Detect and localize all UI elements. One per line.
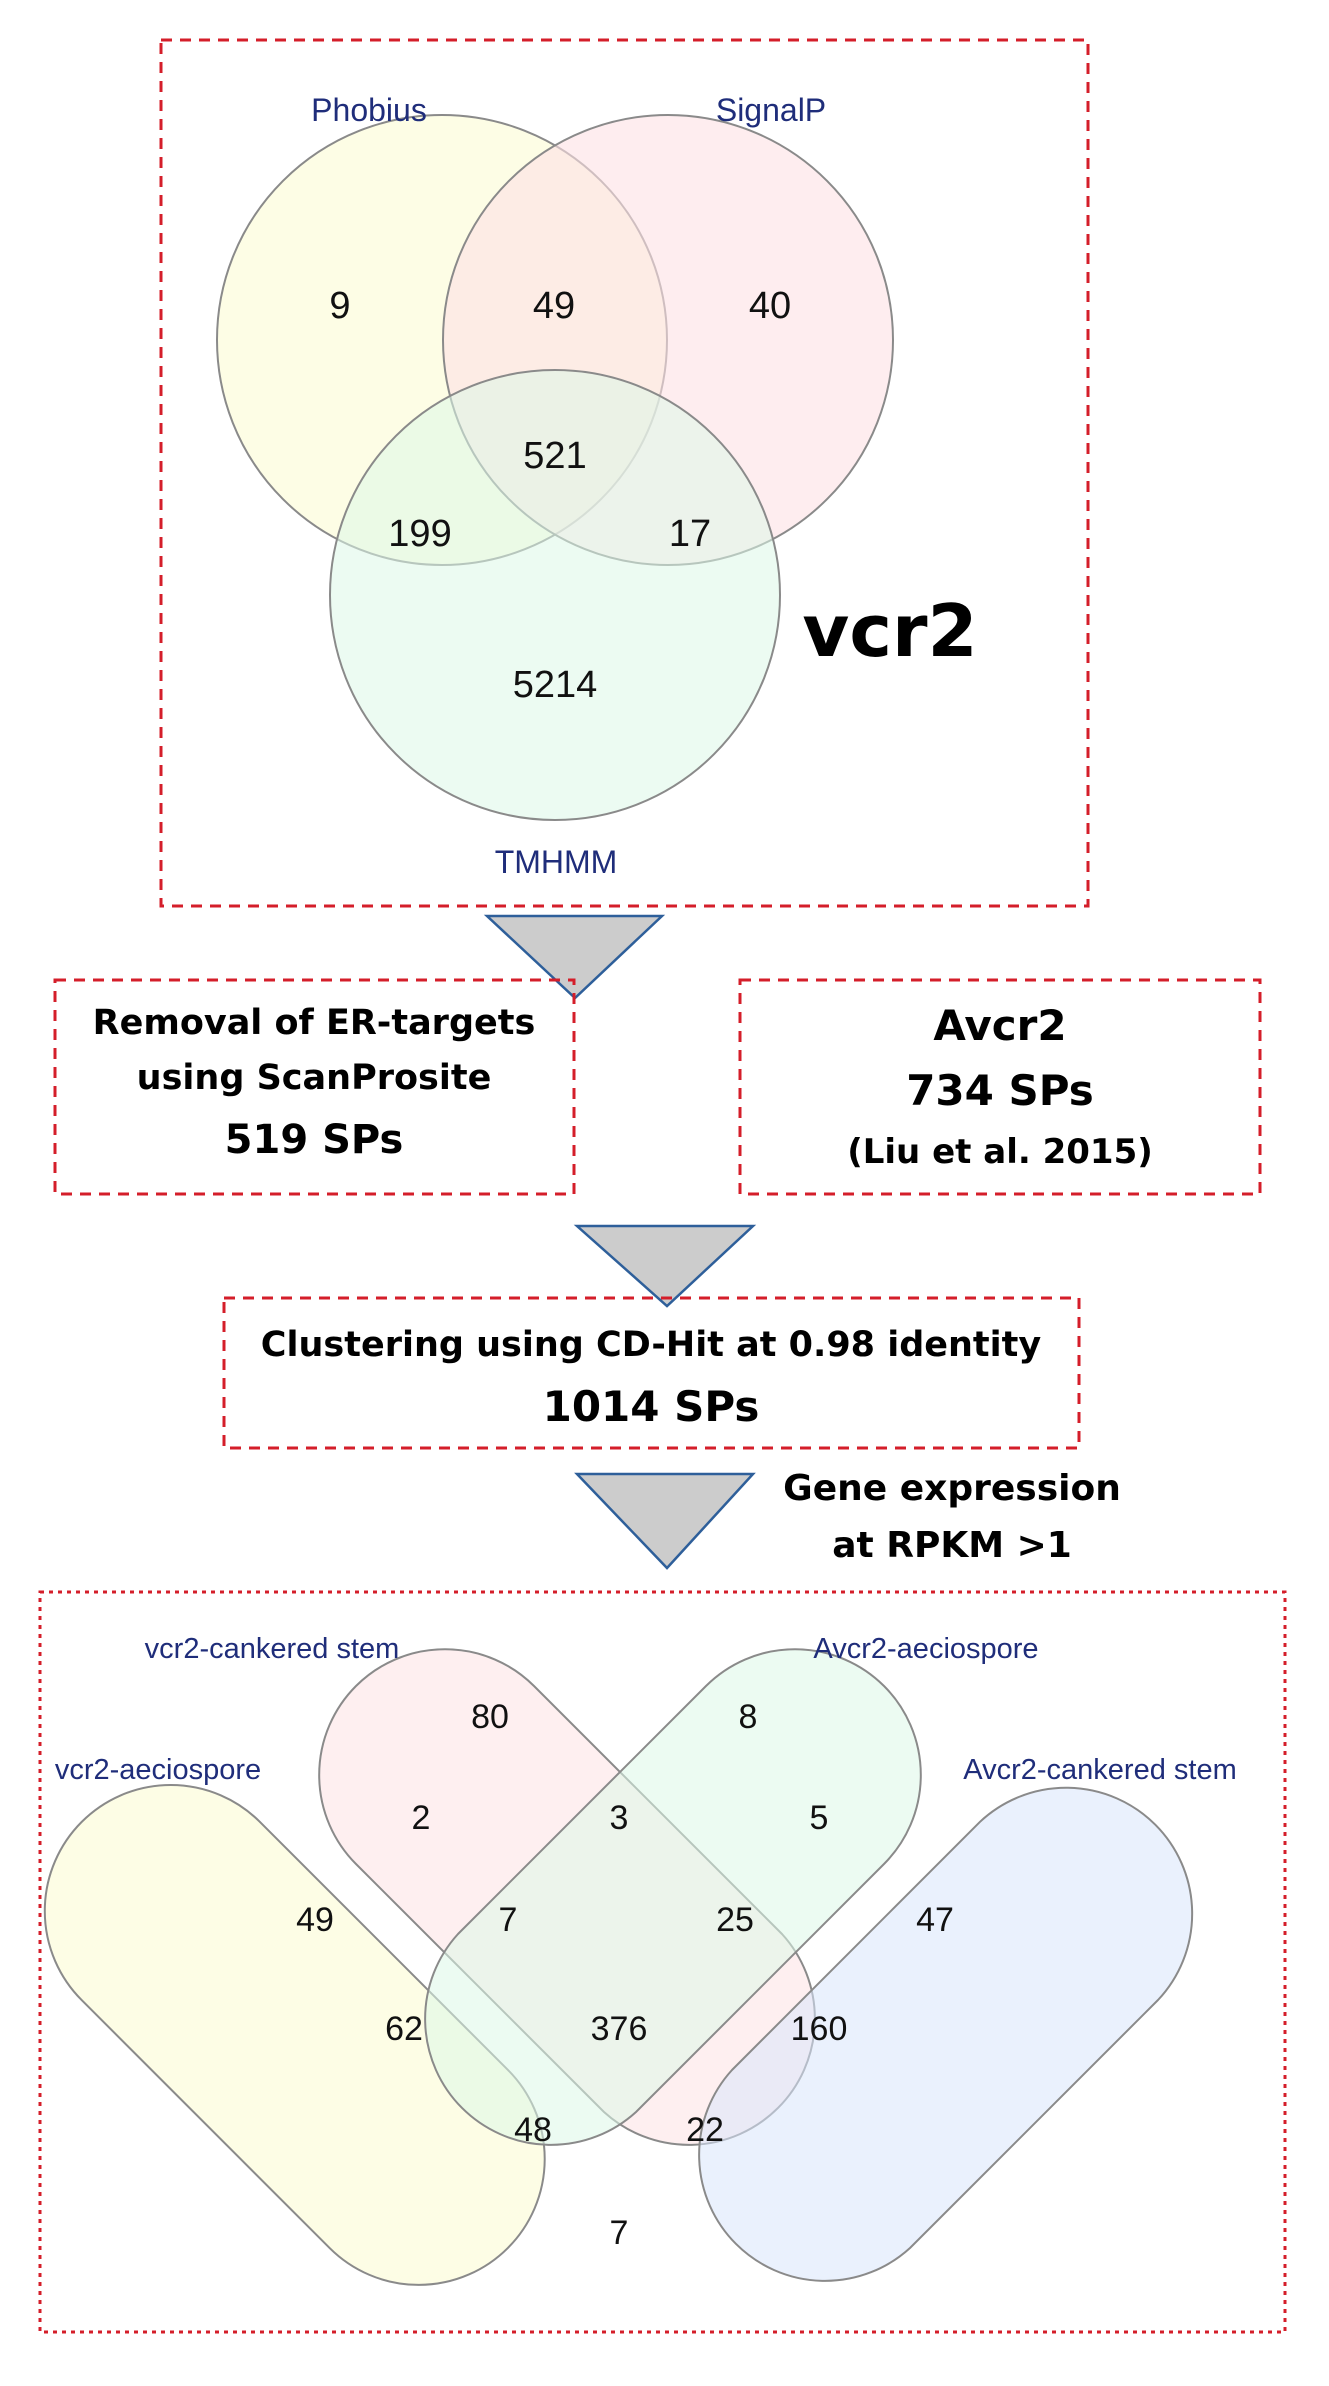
arrow-down-3 bbox=[574, 1472, 756, 1570]
region-signalp-tmhmm: 17 bbox=[669, 513, 711, 555]
avcr2-box bbox=[738, 978, 1262, 1196]
removal-count: 519 SPs bbox=[225, 1117, 404, 1163]
region-ab: 2 bbox=[412, 1799, 431, 1837]
set-label-avcr2-aeciospore: Avcr2-aeciospore bbox=[813, 1633, 1038, 1665]
avcr2-count: 734 SPs bbox=[906, 1066, 1094, 1115]
set-label-phobius: Phobius bbox=[311, 92, 427, 128]
arrow-label-line1: Gene expression bbox=[783, 1468, 1121, 1509]
removal-line1: Removal of ER-targets bbox=[93, 1003, 536, 1043]
region-acd: 48 bbox=[514, 2111, 552, 2149]
top-venn-frame bbox=[159, 38, 1090, 908]
region-bc: 3 bbox=[610, 1799, 629, 1837]
venn-title: vcr2 bbox=[802, 589, 977, 673]
set-label-vcr2-cankered-stem: vcr2-cankered stem bbox=[145, 1633, 400, 1665]
region-phobius-tmhmm: 199 bbox=[388, 513, 451, 555]
cluster-count: 1014 SPs bbox=[543, 1382, 760, 1431]
region-phobius-only: 9 bbox=[329, 285, 350, 327]
set-label-tmhmm: TMHMM bbox=[495, 844, 618, 880]
bottom-venn-frame bbox=[38, 1590, 1287, 2334]
region-signalp-only: 40 bbox=[749, 285, 791, 327]
venn-shape-avcr2-aeciospore bbox=[424, 1648, 922, 2146]
avcr2-citation: (Liu et al. 2015) bbox=[847, 1132, 1153, 1172]
region-cd: 5 bbox=[810, 1799, 829, 1837]
region-abc: 7 bbox=[499, 1901, 518, 1939]
region-a-only: 49 bbox=[296, 1901, 334, 1939]
region-bd: 160 bbox=[791, 2010, 848, 2048]
region-abcd: 376 bbox=[591, 2010, 648, 2048]
region-ad: 7 bbox=[610, 2214, 629, 2252]
set-label-vcr2-aeciospore: vcr2-aeciospore bbox=[55, 1754, 261, 1786]
region-c-only: 8 bbox=[739, 1698, 758, 1736]
arrow-down-2 bbox=[573, 1224, 757, 1308]
avcr2-line1: Avcr2 bbox=[933, 1001, 1066, 1050]
venn-shape-avcr2-cankered-stem bbox=[698, 1786, 1194, 2282]
region-phobius-signalp: 49 bbox=[533, 285, 575, 327]
venn-circle-tmhmm bbox=[329, 369, 781, 821]
set-label-avcr2-cankered-stem: Avcr2-cankered stem bbox=[963, 1754, 1236, 1786]
region-ac: 62 bbox=[385, 2010, 423, 2048]
region-all-three: 521 bbox=[523, 435, 586, 477]
removal-line2: using ScanProsite bbox=[137, 1058, 492, 1098]
region-b-only: 80 bbox=[471, 1698, 509, 1736]
region-d-only: 47 bbox=[916, 1901, 954, 1939]
cluster-box bbox=[222, 1296, 1081, 1450]
set-label-signalp: SignalP bbox=[716, 92, 826, 128]
region-abd: 22 bbox=[686, 2111, 724, 2149]
arrow-down-1 bbox=[483, 914, 666, 1000]
region-bcd: 25 bbox=[716, 1901, 754, 1939]
region-tmhmm-only: 5214 bbox=[513, 664, 598, 706]
venn-shape-vcr2-aeciospore bbox=[43, 1784, 546, 2286]
removal-box bbox=[53, 978, 576, 1196]
cluster-line1: Clustering using CD-Hit at 0.98 identity bbox=[261, 1325, 1042, 1365]
arrow-label-line2: at RPKM >1 bbox=[832, 1525, 1072, 1566]
